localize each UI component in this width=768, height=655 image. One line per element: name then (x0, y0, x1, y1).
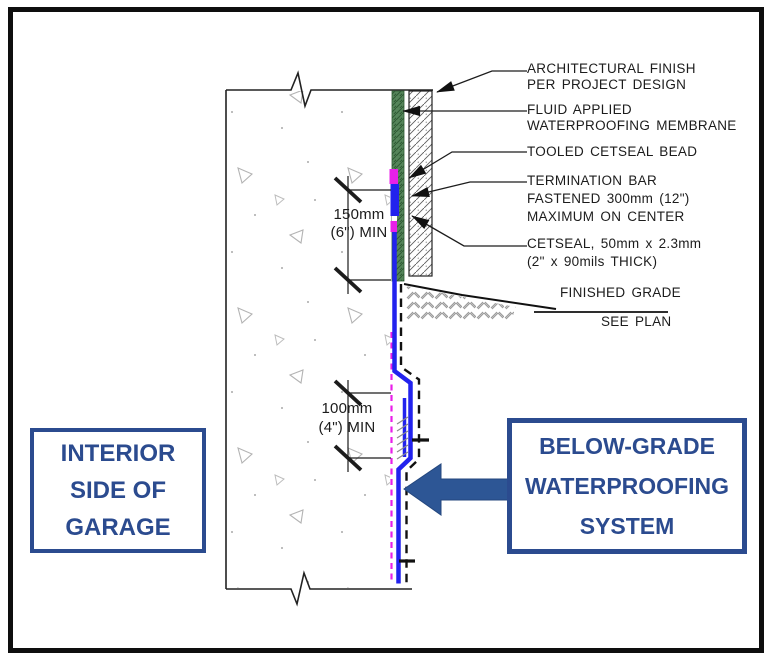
below-grade-system-box: BELOW-GRADE WATERPROOFING SYSTEM (507, 418, 747, 554)
callout-fluid-applied-line1: FLUID APPLIED (527, 102, 632, 117)
finished-grade-label: FINISHED GRADE (560, 285, 681, 300)
system-box-line1: BELOW-GRADE (539, 433, 715, 459)
dim-150mm-value: 150mm (333, 206, 385, 223)
finished-grade (403, 283, 668, 321)
interior-box-line3: GARAGE (65, 514, 171, 541)
big-callout-arrow-icon (403, 463, 512, 516)
dim-tick (333, 266, 363, 294)
dim-100mm-value: 100mm (321, 400, 373, 417)
leader-tooled-cetseal-bead (408, 151, 527, 179)
outer-border (8, 7, 764, 653)
dim-150mm-note: (6") MIN (330, 224, 388, 241)
interior-box-line2: SIDE OF (69, 477, 166, 504)
interior-box-line1: INTERIOR (60, 440, 176, 467)
grade-soil-hatch (406, 286, 516, 321)
leader-architectural-finish (436, 70, 527, 93)
leader-cetseal (411, 215, 527, 247)
grade-line (403, 283, 557, 310)
system-box-line3: SYSTEM (579, 513, 675, 539)
tooled-cetseal-bead-shape (389, 169, 398, 184)
callout-fluid-applied-line2: WATERPROOFING MEMBRANE (527, 118, 737, 133)
dimension-100mm (333, 379, 391, 472)
callout-cetseal-line1: CETSEAL, 50mm x 2.3mm (527, 236, 702, 251)
dimension-150mm (333, 176, 391, 294)
membrane-main-line (392, 230, 413, 584)
system-box-line2: WATERPROOFING (524, 473, 729, 499)
wall-top-break-line (226, 70, 433, 109)
callout-tooled-cetseal-bead: TOOLED CETSEAL BEAD (527, 144, 698, 159)
termination-bar-notch (392, 216, 397, 222)
callout-leader-lines (402, 70, 527, 247)
wall-bottom-break-line (226, 570, 412, 607)
see-plan-label: SEE PLAN (601, 314, 672, 329)
dim-tick (333, 444, 363, 472)
dim-tick (333, 176, 363, 204)
callout-termination-bar-line2: FASTENED 300mm (12") (527, 191, 690, 206)
callout-architectural-finish-line2: PER PROJECT DESIGN (527, 77, 687, 92)
cetseal-fillet-shape (390, 221, 397, 232)
dim-100mm-note: (4") MIN (318, 419, 376, 436)
dim-tick (333, 379, 363, 407)
interior-side-of-garage-box: INTERIOR SIDE OF GARAGE (30, 428, 206, 553)
concrete-wall-section (225, 70, 433, 607)
callout-termination-bar-line1: TERMINATION BAR (527, 173, 658, 188)
termination-assembly (389, 169, 399, 232)
below-grade-membrane-line (392, 230, 413, 584)
lap-bond-hatch (396, 416, 409, 460)
termination-bar-shape (390, 184, 399, 216)
callout-termination-bar-line3: MAXIMUM ON CENTER (527, 209, 685, 224)
callout-cetseal-line2: (2" x 90mils THICK) (527, 254, 658, 269)
architectural-finish-hatch (408, 90, 433, 277)
callout-architectural-finish-line1: ARCHITECTURAL FINISH (527, 61, 696, 76)
leader-termination-bar (411, 181, 527, 197)
